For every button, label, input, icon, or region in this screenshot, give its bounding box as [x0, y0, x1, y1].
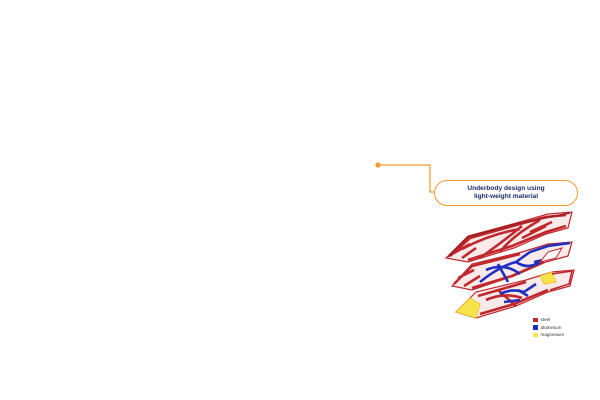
callout-box: Underbody design using light-weight mate… [434, 180, 578, 206]
underbody-layer-multimaterial [454, 269, 575, 319]
callout-title-line2: light-weight material [473, 193, 539, 200]
legend-item-steel: steel [533, 316, 564, 324]
legend-label-aluminium: aluminium [540, 324, 562, 330]
multi-layer-aluminium [499, 282, 537, 304]
callout-title-line1: Underbody design using [467, 185, 545, 192]
connector-line [378, 164, 434, 193]
legend-swatch-steel [533, 317, 538, 322]
steel-layer-rail [447, 212, 571, 258]
mixed-layer-steel [453, 252, 545, 290]
legend-item-aluminium: aluminium [533, 324, 564, 332]
underbody-layer-mixed [450, 241, 573, 291]
legend-swatch-aluminium [533, 325, 538, 330]
legend-item-magnesium: magnesium [533, 331, 564, 339]
mixed-layer-panel [538, 247, 564, 263]
mixed-layer-aluminium [479, 241, 571, 284]
multi-layer-steel [477, 280, 549, 316]
underbody-layer-steel [444, 211, 573, 263]
legend-label-magnesium: magnesium [540, 332, 565, 338]
material-legend: steel aluminium magnesium [533, 316, 564, 339]
connector [375, 162, 434, 193]
steel-layer-frame [449, 213, 567, 262]
multi-layer-magnesium [455, 271, 557, 319]
legend-swatch-magnesium [533, 332, 538, 337]
legend-label-steel: steel [540, 317, 551, 323]
multi-layer-rear [549, 270, 574, 291]
